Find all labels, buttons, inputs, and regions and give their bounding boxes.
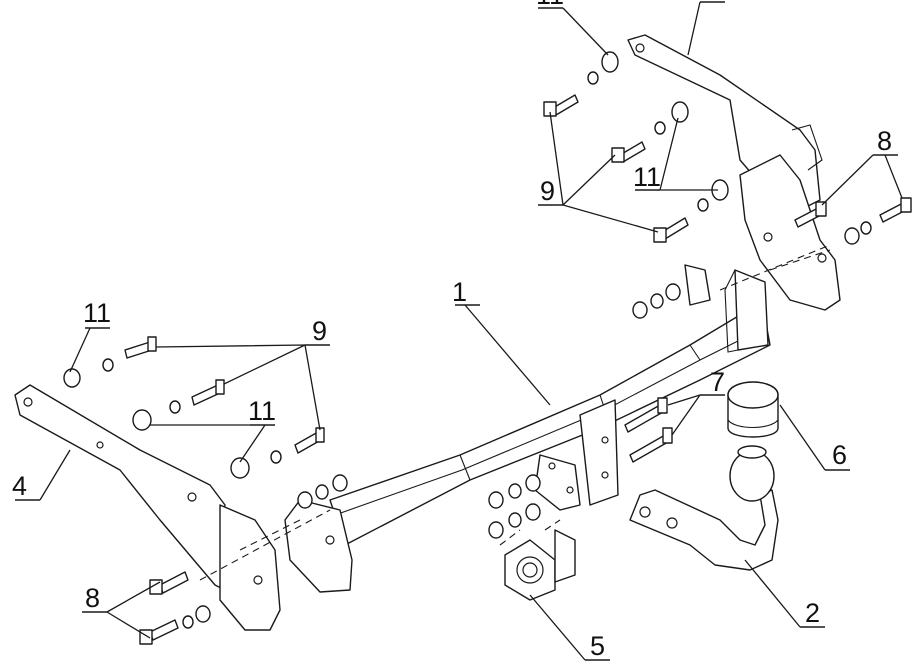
label-washers-upper-mid: 11 <box>633 162 661 192</box>
label-bolts-right: 8 <box>877 126 892 156</box>
assembly-lines <box>199 244 831 581</box>
label-bolts-left: 8 <box>85 583 100 613</box>
crossbar <box>284 264 771 593</box>
label-ball-cover: 6 <box>832 440 847 470</box>
left-bracket <box>14 384 281 631</box>
label-socket-plate: 5 <box>590 631 605 661</box>
label-washers-left-top: 11 <box>83 298 111 328</box>
label-washers-left-mid: 11 <box>248 396 276 426</box>
label-washers-upper-top: 11 <box>536 0 564 10</box>
socket-plate <box>499 519 576 601</box>
ball-neck <box>629 445 779 571</box>
label-ball-neck: 2 <box>805 598 820 628</box>
label-crossbar: 1 <box>452 277 467 307</box>
label-bolts-center: 7 <box>710 367 725 397</box>
right-bracket <box>627 34 841 311</box>
label-bolts-upper-right: 9 <box>540 176 555 206</box>
label-bolts-left-group: 9 <box>312 316 327 346</box>
leader-lines <box>15 1 903 661</box>
fasteners <box>63 51 912 645</box>
callouts: 1 2 4 5 6 7 8 8 9 9 11 11 11 11 <box>12 0 892 661</box>
label-left-bracket: 4 <box>12 471 27 501</box>
ball-cover <box>727 381 779 438</box>
